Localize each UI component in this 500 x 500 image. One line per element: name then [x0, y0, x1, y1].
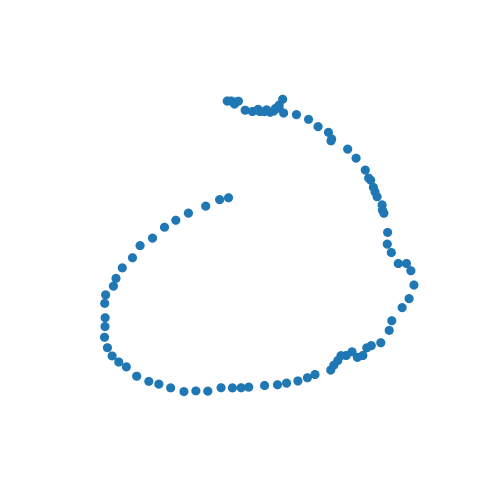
- data-point: [101, 290, 111, 300]
- data-point: [393, 258, 403, 269]
- data-point: [259, 380, 270, 391]
- data-point: [107, 351, 117, 361]
- data-point: [191, 386, 201, 396]
- data-point: [203, 386, 213, 396]
- data-point: [386, 247, 396, 258]
- data-point: [401, 258, 412, 269]
- data-point: [236, 383, 246, 393]
- data-point: [117, 263, 127, 273]
- data-point: [144, 376, 154, 387]
- data-point: [379, 208, 389, 218]
- data-point: [366, 175, 376, 185]
- data-point: [99, 332, 110, 342]
- data-point: [326, 365, 336, 375]
- data-point: [154, 379, 164, 389]
- data-point: [281, 378, 292, 388]
- data-point: [302, 373, 313, 383]
- data-point: [279, 108, 289, 118]
- data-point: [201, 201, 211, 211]
- data-point: [293, 376, 303, 386]
- data-points: [99, 94, 419, 397]
- data-point: [216, 383, 226, 393]
- data-point: [100, 321, 110, 332]
- data-point: [291, 110, 302, 120]
- data-point: [132, 371, 142, 381]
- data-point: [372, 192, 382, 202]
- data-point: [121, 362, 131, 372]
- data-point: [387, 316, 397, 326]
- data-point: [343, 144, 353, 154]
- data-point: [382, 239, 392, 249]
- data-point: [179, 386, 189, 397]
- data-point: [397, 303, 407, 313]
- data-point: [360, 165, 370, 175]
- data-point: [100, 313, 110, 323]
- data-point: [351, 153, 361, 163]
- data-point: [310, 369, 320, 380]
- data-point: [223, 193, 234, 203]
- data-point: [362, 343, 372, 353]
- data-point: [383, 227, 393, 238]
- data-point: [240, 105, 250, 115]
- data-point: [135, 240, 145, 251]
- data-point: [111, 273, 121, 283]
- data-point: [233, 96, 243, 106]
- data-point: [376, 338, 386, 348]
- data-point: [166, 383, 176, 393]
- data-point: [244, 382, 254, 392]
- data-point: [102, 343, 113, 353]
- data-point: [404, 294, 414, 304]
- data-point: [406, 266, 416, 276]
- data-point: [303, 114, 314, 124]
- data-point: [259, 107, 270, 117]
- data-point: [147, 233, 158, 243]
- data-point: [313, 122, 323, 132]
- data-point: [159, 222, 170, 232]
- data-point: [183, 208, 194, 218]
- data-point: [114, 357, 124, 367]
- data-point: [326, 136, 336, 146]
- data-point: [215, 195, 225, 205]
- data-point: [409, 280, 419, 290]
- data-point: [278, 94, 288, 104]
- data-point: [108, 281, 119, 291]
- data-point: [127, 253, 138, 263]
- data-point: [100, 298, 110, 308]
- data-point: [227, 383, 237, 393]
- data-point: [171, 215, 181, 225]
- data-point: [272, 380, 283, 390]
- data-point: [384, 325, 394, 336]
